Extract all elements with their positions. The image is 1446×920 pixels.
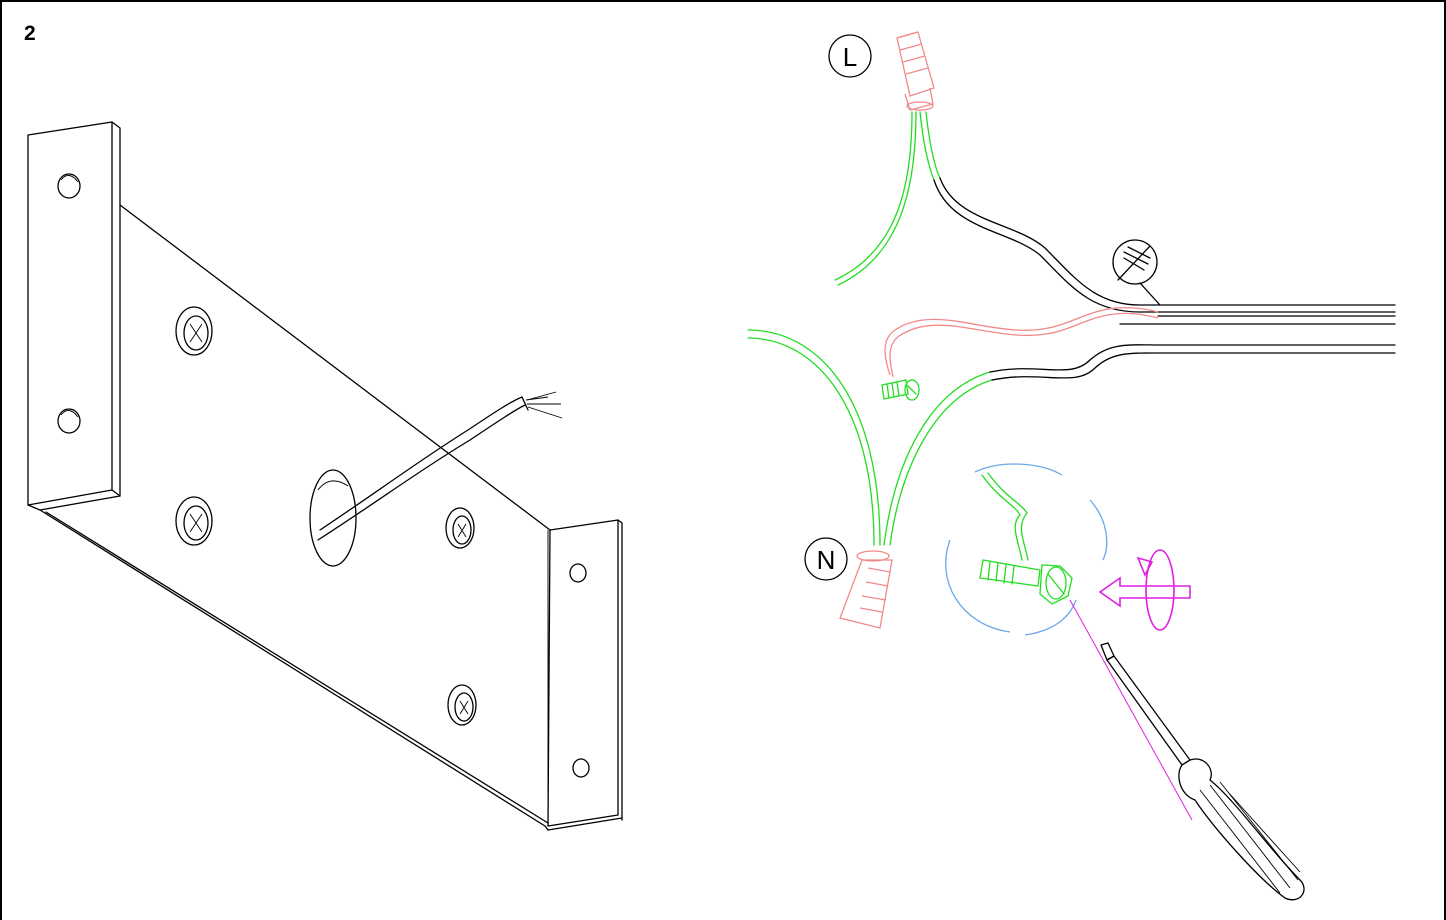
rotate-clockwise-icon — [1136, 549, 1175, 631]
mounting-bracket — [27, 121, 623, 831]
ground-wire — [884, 306, 1396, 378]
bracket-mounting-holes — [57, 173, 590, 778]
live-wires — [834, 111, 1396, 313]
ground-terminal-screw — [881, 379, 920, 401]
screw-icon — [175, 496, 213, 546]
screwdriver-icon — [1100, 642, 1305, 901]
neutral-label-badge: N — [804, 537, 848, 581]
neutral-wire-nut — [839, 550, 893, 629]
live-label: L — [843, 42, 857, 72]
screwdriver-axis-line — [1069, 599, 1193, 821]
screw-icon — [447, 684, 477, 726]
ground-symbol-icon — [1112, 239, 1161, 306]
screw-icon — [445, 507, 475, 549]
neutral-label: N — [817, 545, 836, 575]
live-wire-nut — [896, 31, 935, 111]
push-arrow-icon — [1098, 576, 1191, 608]
detail-view — [945, 463, 1108, 636]
supply-cable — [317, 391, 563, 541]
step-number: 2 — [24, 22, 36, 45]
neutral-wires — [747, 329, 1396, 546]
live-label-badge: L — [828, 34, 872, 78]
bracket-screws — [175, 306, 477, 726]
screw-icon — [175, 306, 213, 356]
cable-hole — [309, 469, 357, 567]
